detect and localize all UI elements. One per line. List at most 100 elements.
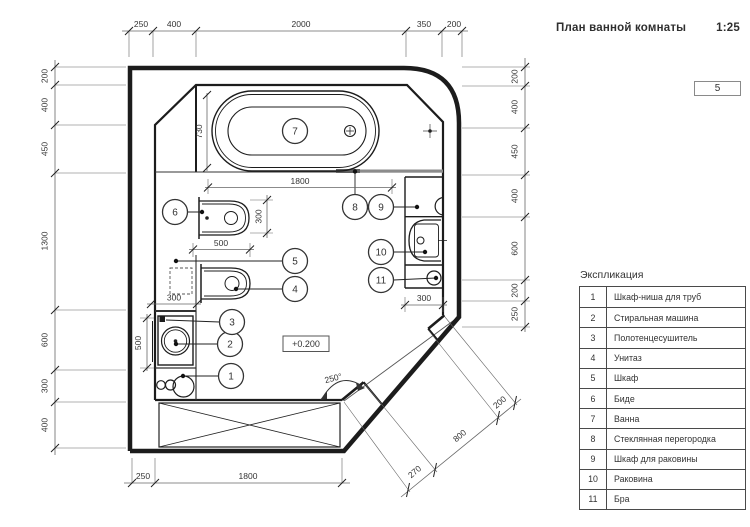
marker-4: 4 [281,275,309,303]
dim-label: 600 [40,333,50,347]
legend-item-label: Раковина [614,474,653,485]
dim-label: 300 [254,209,264,223]
washing-machine [152,315,194,366]
dim-label: 1800 [291,176,310,186]
markers: 1 2 3 4 5 6 7 8 9 10 11 [161,117,395,390]
sink-bowl [408,219,441,262]
legend-item-label: Стеклянная перегородка [614,433,716,444]
dim-label: 500 [133,336,143,350]
legend-item-number: 3 [580,328,607,348]
marker-1: 1 [217,362,245,390]
sheet-number-box: 5 [694,81,741,96]
dim-label: 400 [40,418,50,432]
dimension-labels: 250 400 2000 350 200 200 400 450 1300 60… [40,19,520,481]
dim-label: 300 [417,293,431,303]
dimension-ticks [50,26,530,498]
svg-text:8: 8 [352,203,358,214]
level-value: +0.200 [292,339,320,349]
legend-item-label: Стиральная машина [614,312,699,323]
legend-item-number: 8 [580,429,607,449]
marker-10: 10 [367,238,395,266]
legend-item-number: 11 [580,489,607,510]
pipe-circles [156,375,195,398]
legend-item-number: 10 [580,469,607,489]
legend-item-label: Шкаф для раковины [614,454,698,465]
inner-walls [153,83,458,407]
legend-item-label: Полотенцесушитель [614,332,698,343]
dim-label: 200 [40,69,50,83]
svg-text:4: 4 [292,285,298,296]
svg-text:3: 3 [229,318,235,329]
legend-row: 10 Раковина [580,468,745,489]
bathtub-drain-icon [343,124,357,138]
legend-item-label: Ванна [614,413,640,424]
legend-item-number: 2 [580,308,607,328]
marker-5: 5 [281,247,309,275]
dim-label: 2000 [292,19,311,29]
dim-label: 450 [40,142,50,156]
dim-label: 1300 [40,231,50,250]
dim-label: 500 [214,238,228,248]
door-angle-label: 250° [323,371,343,385]
legend-title: Экспликация [580,269,644,281]
legend-row: 9 Шкаф для раковины [580,448,745,469]
legend-row: 5 Шкаф [580,367,745,388]
bidet [198,197,250,239]
dim-label: 200 [447,19,461,29]
legend-item-label: Шкаф [614,373,639,384]
sheet-title: План ванной комнаты 1:25 [556,22,740,34]
dim-label: 250 [136,471,150,481]
legend-item-number: 9 [580,449,607,469]
outer-walls [127,65,462,454]
dim-label: 250 [134,19,148,29]
dim-label: 730 [194,124,204,138]
glass-partition [155,169,443,173]
legend-item-label: Биде [614,393,635,404]
sheet-number: 5 [714,83,721,94]
svg-text:6: 6 [172,208,178,219]
marker-3: 3 [218,308,246,336]
dim-label: 400 [167,19,181,29]
leader-lines [165,169,439,379]
legend-row: 3 Полотенцесушитель [580,327,745,348]
dim-label: 800 [451,427,469,444]
legend-row: 7 Ванна [580,408,745,429]
bathtub [211,90,380,172]
page-title: План ванной комнаты [556,22,687,34]
dimension-lines [54,30,530,498]
svg-text:2: 2 [227,340,233,351]
dim-label: 300 [40,379,50,393]
marker-9: 9 [367,193,395,221]
dim-label: 450 [510,144,520,158]
scale-label: 1:25 [716,22,740,34]
marker-6: 6 [161,198,189,226]
dim-label: 400 [510,189,520,203]
toilet [200,264,251,303]
svg-text:11: 11 [376,276,387,287]
legend-row: 8 Стеклянная перегородка [580,428,745,449]
marker-2: 2 [216,330,244,358]
legend-row: 2 Стиральная машина [580,307,745,328]
left-ledge [155,255,197,400]
legend-item-number: 5 [580,368,607,388]
legend-item-number: 4 [580,348,607,368]
legend-item-label: Шкаф-ниша для труб [614,292,702,303]
dim-label: 400 [510,100,520,114]
legend-item-number: 7 [580,409,607,429]
marker-7: 7 [281,117,309,145]
light-point-icon [423,124,437,138]
svg-text:5: 5 [292,257,298,268]
svg-text:9: 9 [378,203,384,214]
dim-label: 350 [417,19,431,29]
towel-rail-icon [159,316,165,322]
dim-label: 200 [491,394,509,411]
svg-text:1: 1 [228,372,234,383]
